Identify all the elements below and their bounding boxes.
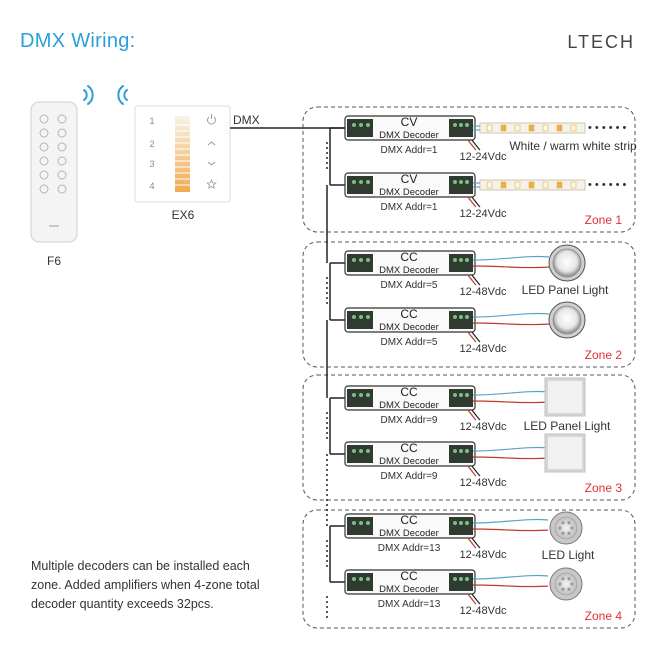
power-voltage: 12-48Vdc: [459, 421, 507, 433]
wifi-icon: [83, 85, 94, 105]
decoder-type: CC: [400, 385, 418, 399]
decoder-model: DMX Decoder: [379, 456, 439, 467]
decoder-address: DMX Addr=13: [378, 599, 441, 610]
decoder-type: CC: [400, 307, 418, 321]
panel-key-3[interactable]: 3: [149, 159, 154, 169]
power-voltage: 12-24Vdc: [459, 208, 507, 220]
zone-3-box: [302, 374, 636, 501]
power-voltage: 12-48Vdc: [459, 549, 507, 561]
wifi-icon: [117, 85, 128, 105]
decoder-type: CV: [401, 115, 418, 129]
decoder-model: DMX Decoder: [379, 584, 439, 595]
dmx-terminal: [347, 517, 373, 535]
panel-ex6[interactable]: 1 2 3 4: [134, 105, 231, 203]
dmx-terminal: [347, 311, 373, 329]
decoder-address: DMX Addr=1: [381, 145, 438, 156]
power-voltage: 12-48Vdc: [459, 605, 507, 617]
zone-4-box: [302, 509, 636, 629]
output-terminal: [449, 573, 473, 591]
dmx-terminal: [347, 445, 373, 463]
output-terminal: [449, 176, 473, 194]
panel-key-1[interactable]: 1: [149, 116, 154, 126]
decoder-address: DMX Addr=13: [378, 543, 441, 554]
output-terminal: [449, 389, 473, 407]
decoder-type: CC: [400, 250, 418, 264]
decoder-address: DMX Addr=9: [381, 471, 438, 482]
led-light-icon: [472, 511, 583, 545]
zone-1-label: Zone 1: [585, 213, 623, 227]
led-strip: • • • • • •: [473, 179, 627, 191]
zone-2-box: [302, 241, 636, 368]
led-panel-icon: [472, 244, 586, 282]
decoder-type: CC: [400, 513, 418, 527]
panel-key-2[interactable]: 2: [149, 139, 154, 149]
brand-logo: LTECH: [567, 32, 635, 52]
decoder-model: DMX Decoder: [379, 265, 439, 276]
decoder-address: DMX Addr=9: [381, 415, 438, 426]
zone-3-load-label: LED Panel Light: [524, 419, 611, 433]
dmx-terminal: [347, 176, 373, 194]
output-terminal: [449, 254, 473, 272]
dmx-line-label: DMX: [233, 113, 260, 127]
decoder-address: DMX Addr=5: [381, 337, 438, 348]
dmx-terminal: [347, 389, 373, 407]
remote-f6[interactable]: [30, 101, 78, 243]
dmx-terminal: [347, 119, 373, 137]
power-voltage: 12-48Vdc: [459, 286, 507, 298]
zone-3-label: Zone 3: [585, 481, 623, 495]
led-strip: • • • • • •: [473, 122, 627, 134]
chevron-up-icon[interactable]: [207, 141, 216, 146]
panel-label: EX6: [172, 208, 195, 222]
led-panel-icon: [472, 433, 586, 473]
zone-1-load-label: White / warm white strip: [509, 139, 637, 153]
zone-2-load-label: LED Panel Light: [522, 283, 609, 297]
zone-2-label: Zone 2: [585, 348, 623, 362]
remote-buttons: [39, 114, 67, 194]
power-voltage: 12-24Vdc: [459, 151, 507, 163]
led-panel-icon: [472, 301, 586, 339]
installation-note: Multiple decoders can be installed each …: [31, 559, 260, 611]
decoder-type: CV: [401, 172, 418, 186]
output-terminal: [449, 445, 473, 463]
decoder-model: DMX Decoder: [379, 528, 439, 539]
power-icon[interactable]: [207, 114, 216, 125]
decoder-model: DMX Decoder: [379, 130, 439, 141]
decoder-model: DMX Decoder: [379, 400, 439, 411]
output-terminal: [449, 119, 473, 137]
star-icon[interactable]: [206, 179, 217, 189]
dmx-terminal: [347, 573, 373, 591]
zone-4-load-label: LED Light: [542, 548, 595, 562]
led-panel-icon: [472, 377, 586, 417]
remote-label: F6: [47, 254, 61, 268]
decoder-address: DMX Addr=5: [381, 280, 438, 291]
dmx-terminal: [347, 254, 373, 272]
svg-text:• • • • • •: • • • • • •: [588, 179, 627, 191]
led-light-icon: [472, 567, 583, 601]
decoder-model: DMX Decoder: [379, 322, 439, 333]
decoder-model: DMX Decoder: [379, 187, 439, 198]
decoder-type: CC: [400, 441, 418, 455]
decoder-address: DMX Addr=1: [381, 202, 438, 213]
svg-text:• • • • • •: • • • • • •: [588, 122, 627, 134]
output-terminal: [449, 517, 473, 535]
page-title: DMX Wiring:: [20, 30, 136, 52]
panel-key-4[interactable]: 4: [149, 181, 154, 191]
decoder-type: CC: [400, 569, 418, 583]
chevron-down-icon[interactable]: [207, 161, 216, 166]
zone-4-label: Zone 4: [585, 609, 623, 623]
power-voltage: 12-48Vdc: [459, 477, 507, 489]
power-voltage: 12-48Vdc: [459, 343, 507, 355]
output-terminal: [449, 311, 473, 329]
zone-1-box: [302, 106, 636, 233]
